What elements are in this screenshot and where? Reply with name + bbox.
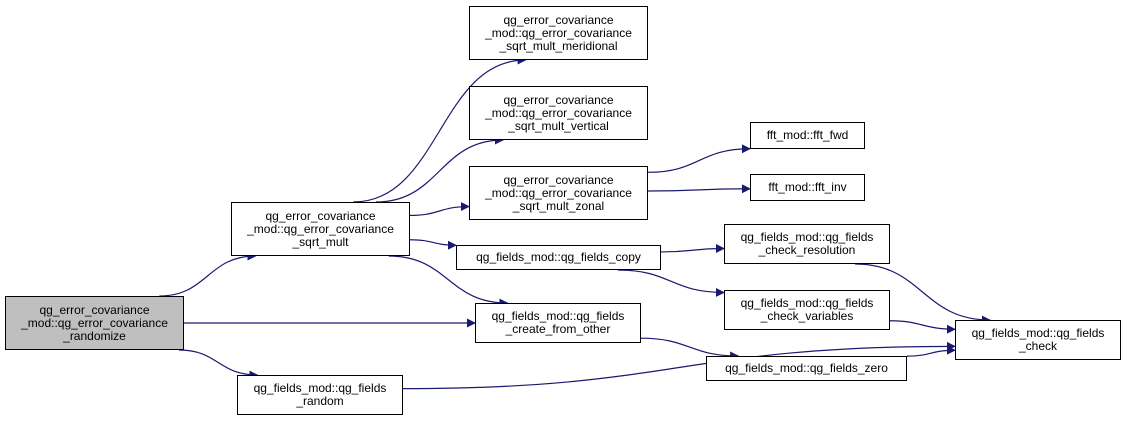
node-label-line: _sqrt_mult_zonal: [512, 198, 605, 213]
node-label-line: qg_error_covariance: [503, 92, 614, 107]
edge-fields_copy-to-check_resolution: [660, 244, 725, 254]
node-label-line: qg_fields_mod::qg_fields_copy: [476, 250, 641, 264]
node-randomize[interactable]: qg_error_covariance_mod::qg_error_covari…: [5, 296, 184, 350]
node-label-line: _mod::qg_error_covariance: [485, 25, 632, 40]
node-sqrt-mult[interactable]: qg_error_covariance_mod::qg_error_covari…: [231, 202, 410, 256]
node-label-line: qg_fields_mod::qg_fields: [491, 309, 625, 323]
edge-sqrt_mult-to-meridional: [353, 55, 527, 203]
edge-sqrt_mult-to-fields_copy: [409, 239, 457, 250]
node-label-line: qg_error_covariance: [503, 172, 614, 187]
node-label-line: qg_error_covariance: [39, 302, 150, 317]
node-sqrt-mult-meridional[interactable]: qg_error_covariance_mod::qg_error_covari…: [469, 6, 648, 60]
node-label-line: _mod::qg_error_covariance: [485, 105, 632, 120]
node-label-line: _sqrt_mult_meridional: [499, 38, 618, 53]
node-check-resolution[interactable]: qg_fields_mod::qg_fields_check_resolutio…: [724, 224, 890, 264]
node-fft-fwd[interactable]: fft_mod::fft_fwd: [750, 122, 865, 149]
node-create-from-other[interactable]: qg_fields_mod::qg_fields_create_from_oth…: [475, 303, 641, 343]
node-label-line: _random: [296, 394, 344, 408]
node-label-line: fft_mod::fft_inv: [768, 180, 847, 194]
node-fields-zero[interactable]: qg_fields_mod::qg_fields_zero: [706, 356, 907, 381]
node-fft-inv[interactable]: fft_mod::fft_inv: [750, 174, 865, 201]
edge-randomize-to-sqrt_mult: [159, 251, 257, 297]
node-label-line: _sqrt_mult_vertical: [508, 118, 609, 133]
edge-fields_random-to-fields_check: [402, 341, 956, 390]
node-label-line: _mod::qg_error_covariance: [485, 185, 632, 200]
node-fields-copy[interactable]: qg_fields_mod::qg_fields_copy: [456, 245, 661, 270]
edge-sqrt_mult-to-zonal: [409, 202, 470, 217]
node-label-line: qg_fields_mod::qg_fields_zero: [725, 361, 888, 375]
edge-randomize-to-fields_random: [179, 349, 259, 380]
node-label-line: _mod::qg_error_covariance: [21, 315, 168, 330]
node-label-line: _check: [1018, 339, 1058, 353]
edge-sqrt_mult-to-vertical: [375, 135, 505, 203]
node-label-line: _check_variables: [760, 309, 854, 323]
edge-fields_zero-to-fields_check: [906, 345, 956, 357]
node-label-line: _mod::qg_error_covariance: [247, 221, 394, 236]
node-label-line: _sqrt_mult: [292, 234, 349, 249]
node-label-line: _randomize: [63, 328, 126, 343]
node-check-variables[interactable]: qg_fields_mod::qg_fields_check_variables: [724, 290, 890, 330]
edge-fields_copy-to-check_variables: [617, 269, 725, 297]
node-label-line: qg_fields_mod::qg_fields: [253, 381, 387, 395]
edge-check_resolution-to-fields_check: [855, 263, 991, 325]
node-label-line: fft_mod::fft_fwd: [766, 128, 849, 142]
node-sqrt-mult-zonal[interactable]: qg_error_covariance_mod::qg_error_covari…: [469, 166, 648, 220]
node-fields-check[interactable]: qg_fields_mod::qg_fields_check: [955, 320, 1121, 360]
edge-create_from_other-to-fields_zero: [640, 337, 740, 361]
edge-zonal-to-fft_inv: [647, 184, 751, 194]
node-label-line: _check_resolution: [758, 243, 856, 257]
node-label-line: qg_fields_mod::qg_fields: [971, 326, 1105, 340]
node-label-line: qg_fields_mod::qg_fields: [740, 230, 874, 244]
node-label-line: qg_error_covariance: [503, 12, 614, 27]
edge-zonal-to-fft_fwd: [647, 144, 751, 173]
node-label-line: _create_from_other: [505, 322, 611, 336]
node-fields-random[interactable]: qg_fields_mod::qg_fields_random: [237, 375, 403, 415]
node-label-line: qg_fields_mod::qg_fields: [740, 296, 874, 310]
node-label-line: qg_error_covariance: [265, 208, 376, 223]
edge-check_variables-to-fields_check: [889, 320, 956, 334]
node-sqrt-mult-vertical[interactable]: qg_error_covariance_mod::qg_error_covari…: [469, 86, 648, 140]
edge-sqrt_mult-to-create_from_other: [388, 255, 509, 308]
